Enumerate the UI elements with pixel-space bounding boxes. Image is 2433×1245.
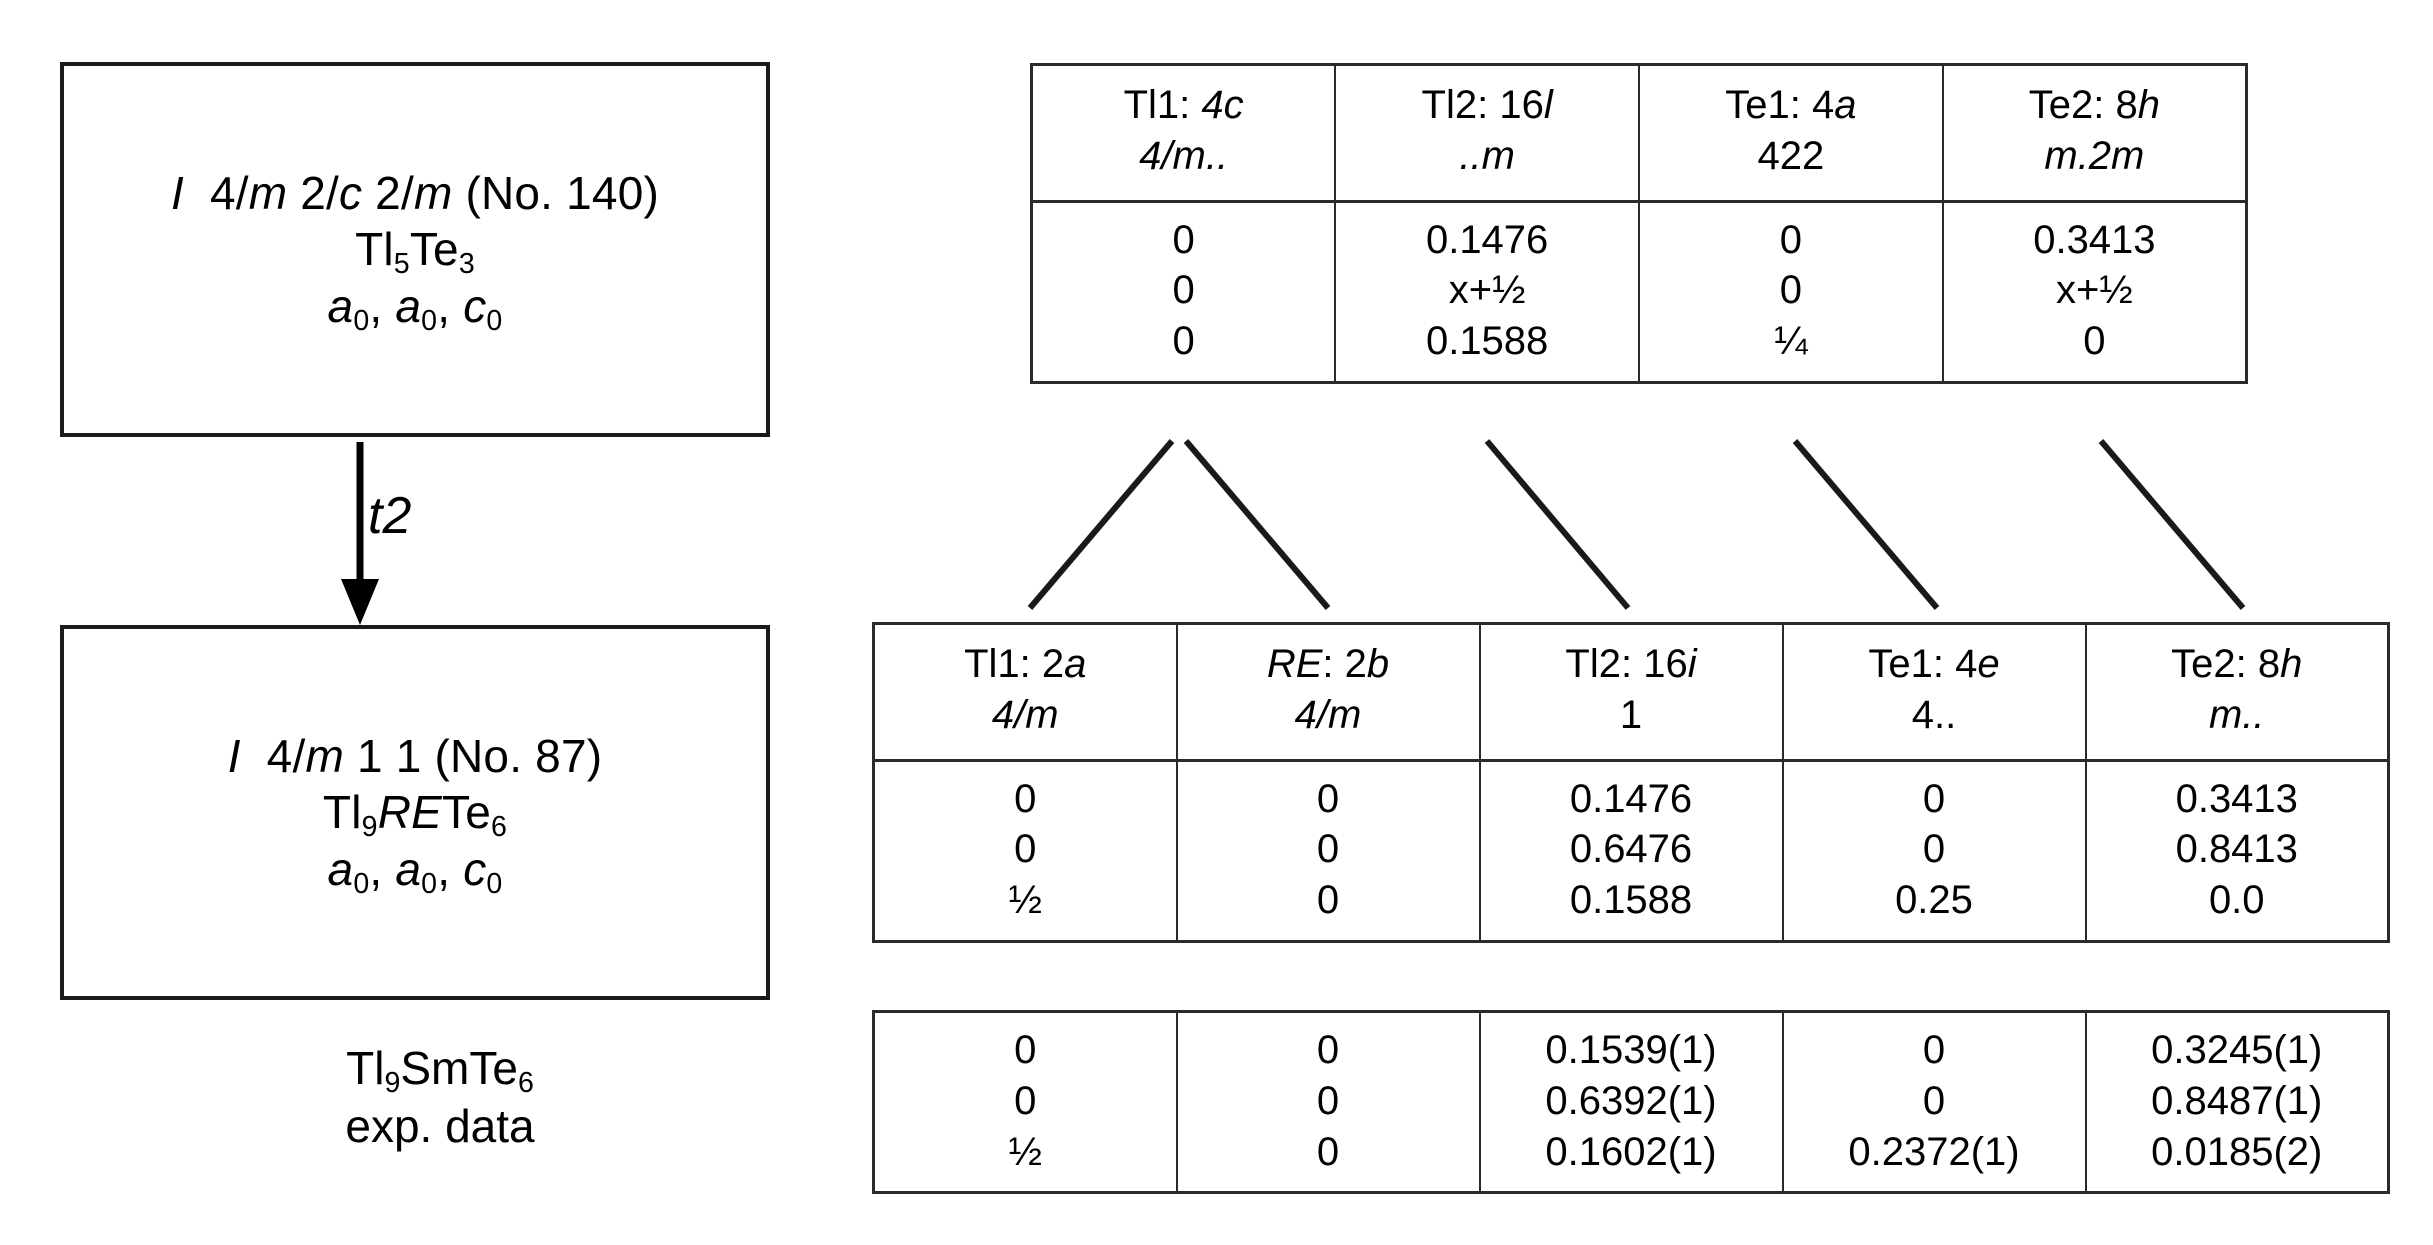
site-symmetry: ..m [1459, 133, 1515, 178]
exp-caption-line2: exp. data [345, 1099, 535, 1152]
table-cell-coords: 0.1476 0.6476 0.1588 [1478, 760, 1784, 942]
table-cell-header: Te2: 8h m.2m [1941, 64, 2247, 203]
arrow-label-t2: t2 [368, 487, 412, 545]
connector-te1-to-te1 [1792, 439, 1940, 610]
connector-tl2-to-tl2 [1484, 439, 1631, 610]
translationengleiche-arrow-group: t2 [240, 440, 600, 630]
site-symmetry: 422 [1757, 133, 1825, 178]
site-label: Te1: 4e [1868, 642, 2000, 686]
table-cell-coords: 0 0 0 [1031, 201, 1337, 383]
parent-spacegroup-box: I 4/m 2/c 2/m (No. 140) Tl5Te3 a0, a0, c… [60, 62, 770, 437]
table-cell-header: Te2: 8h m.. [2084, 623, 2389, 762]
table-cell-coords: 0.3245(1) 0.8487(1) 0.0185(2) [2084, 1011, 2389, 1193]
table-row: 0 0 0 0.1476 x+½ 0.1588 0 0 ¼ 0.3413 x+½… [1031, 201, 2247, 383]
site-symmetry: 4/m.. [1139, 133, 1229, 178]
child-spacegroup-number: (No. 87) [434, 730, 603, 783]
connector-tl1-to-tl1 [1027, 439, 1175, 610]
table-cell-header: Tl2: 16i 1 [1478, 623, 1784, 762]
table-cell-coords: 0 0 ½ [873, 1011, 1178, 1193]
site-label: Tl1: 4c [1123, 83, 1244, 127]
table-cell-coords: 0 0 0.25 [1781, 760, 2087, 942]
child-spacegroup-symbol: I 4/m 1 1 (No. 87) [227, 730, 603, 783]
table-cell-coords: 0.1539(1) 0.6392(1) 0.1602(1) [1478, 1011, 1784, 1193]
experimental-coordinates-table: 0 0 ½ 0 0 0 0.1539(1) 0.6392(1) 0.1602(1… [872, 1010, 2390, 1195]
table-cell-coords: 0 0 ¼ [1638, 201, 1944, 383]
child-formula: Tl9RETe6 [322, 786, 508, 844]
table-cell-header: Tl2: 16l ..m [1334, 64, 1640, 203]
site-label: Tl2: 16l [1421, 83, 1553, 127]
downward-arrow-icon [341, 442, 379, 625]
experimental-data-caption: Tl9SmTe6 exp. data [60, 1040, 820, 1156]
site-symmetry: m.. [2208, 692, 2265, 737]
table-row: 0 0 ½ 0 0 0 0.1476 0.6476 0.1588 0 0 0.2… [873, 760, 2389, 942]
site-symmetry: 4/m [1294, 692, 1362, 737]
table-cell-coords: 0 0 0 [1175, 1011, 1481, 1193]
table-cell-coords: 0.3413 0.8413 0.0 [2084, 760, 2389, 942]
table-row: 0 0 ½ 0 0 0 0.1539(1) 0.6392(1) 0.1602(1… [873, 1011, 2389, 1193]
child-cell-params: a0, a0, c0 [327, 842, 503, 900]
table-cell-coords: 0 0 ½ [873, 760, 1178, 942]
site-label: RE: 2b [1266, 642, 1390, 686]
table-cell-header: Te1: 4e 4.. [1781, 623, 2087, 762]
site-symmetry: 1 [1619, 692, 1643, 737]
table-cell-coords: 0 0 0.2372(1) [1781, 1011, 2087, 1193]
connector-tl1-to-re [1183, 439, 1331, 610]
table-cell-coords: 0.1476 x+½ 0.1588 [1334, 201, 1640, 383]
subgroup-wyckoff-table: Tl1: 2a 4/m RE: 2b 4/m Tl2: 16i 1 Te1: 4… [872, 622, 2390, 943]
exp-caption-formula: Tl9SmTe6 [346, 1042, 534, 1099]
table-cell-header: Tl1: 2a 4/m [873, 623, 1178, 762]
site-label: Tl2: 16i [1565, 642, 1697, 686]
table-cell-coords: 0 0 0 [1175, 760, 1481, 942]
site-label: Tl1: 2a [964, 642, 1087, 686]
site-symmetry: 4.. [1911, 692, 1957, 737]
site-symmetry: 4/m [991, 692, 1059, 737]
table-cell-header: Te1: 4a 422 [1638, 64, 1944, 203]
parent-wyckoff-table: Tl1: 4c 4/m.. Tl2: 16l ..m Te1: 4a 422 T… [1030, 63, 2248, 384]
table-row: Tl1: 4c 4/m.. Tl2: 16l ..m Te1: 4a 422 T… [1031, 64, 2247, 203]
connector-te2-to-te2 [2098, 439, 2246, 610]
table-cell-header: Tl1: 4c 4/m.. [1031, 64, 1337, 203]
site-symmetry: m.2m [2044, 133, 2145, 178]
table-cell-coords: 0.3413 x+½ 0 [1941, 201, 2247, 383]
site-label: Te2: 8h [2028, 83, 2160, 127]
parent-spacegroup-number: (No. 140) [465, 167, 660, 220]
parent-hm-symbol [197, 167, 210, 219]
parent-cell-params: a0, a0, c0 [327, 279, 503, 337]
parent-spacegroup-symbol: I 4/m 2/c 2/m (No. 140) [170, 167, 660, 220]
table-cell-header: RE: 2b 4/m [1175, 623, 1481, 762]
child-spacegroup-box: I 4/m 1 1 (No. 87) Tl9RETe6 a0, a0, c0 [60, 625, 770, 1000]
site-label: Te1: 4a [1725, 83, 1857, 127]
site-label: Te2: 8h [2171, 642, 2303, 686]
table-row: Tl1: 2a 4/m RE: 2b 4/m Tl2: 16i 1 Te1: 4… [873, 623, 2389, 762]
parent-formula: Tl5Te3 [355, 223, 475, 281]
